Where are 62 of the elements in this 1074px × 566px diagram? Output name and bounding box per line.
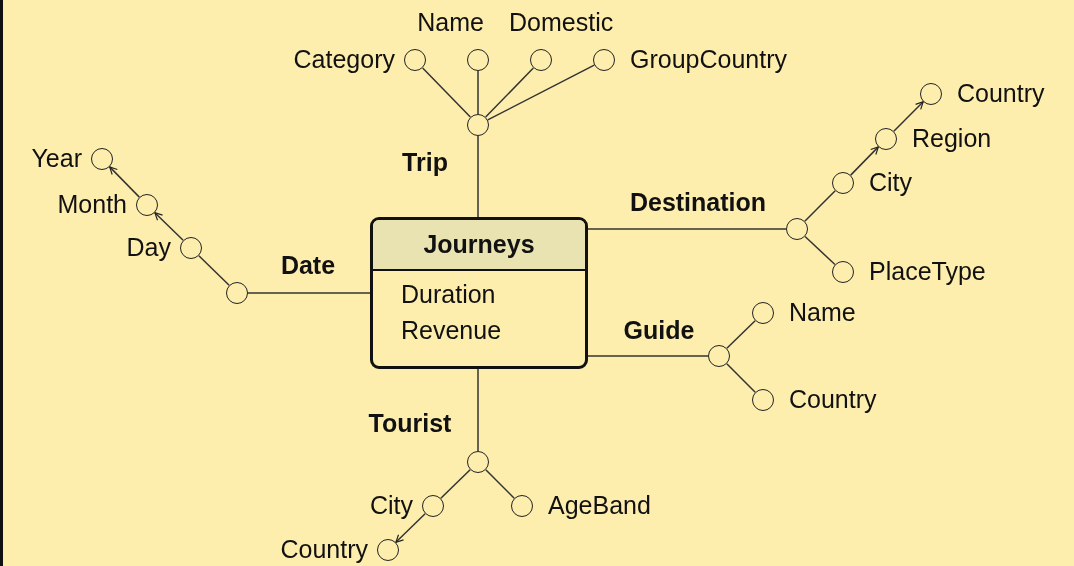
connector-line [421, 67, 472, 118]
attribute-name: Year [31, 143, 82, 173]
attribute-name: Name [417, 7, 484, 37]
attribute-name: Month [57, 189, 127, 219]
attribute-circle [752, 389, 774, 411]
attribute-circle [530, 49, 552, 71]
connector-line [198, 254, 230, 287]
arrow [154, 211, 184, 242]
connector-line [587, 355, 709, 357]
attribute-name: Category [293, 44, 395, 74]
arrow [893, 101, 924, 132]
attribute-circle [467, 49, 489, 71]
attribute-circle [422, 495, 444, 517]
attribute-circle [920, 83, 942, 105]
connector-line [477, 368, 479, 452]
dimension-circle [786, 218, 808, 240]
attribute-circle [832, 261, 854, 283]
connector-line [440, 468, 471, 500]
connector-line [477, 70, 479, 115]
connector-line [804, 235, 836, 266]
dimension-circle [467, 114, 489, 136]
attribute-circle [180, 237, 202, 259]
connector-line [484, 67, 535, 118]
attribute-name: GroupCountry [630, 44, 788, 74]
fact-box [370, 217, 588, 369]
connector-line [587, 228, 787, 230]
fact-name: Journeys [423, 230, 535, 259]
connector-line [726, 319, 756, 350]
attribute-circle [511, 495, 533, 517]
attribute-circle [136, 194, 158, 216]
attribute-name: Region [912, 123, 992, 153]
attribute-circle [875, 128, 897, 150]
attribute-circle [404, 49, 426, 71]
dimension-circle [708, 345, 730, 367]
dimension-circle [226, 282, 248, 304]
attribute-name: Country [789, 384, 877, 414]
attribute-name: Name [789, 297, 856, 327]
attribute-name: AgeBand [548, 490, 651, 520]
attribute-circle [91, 148, 113, 170]
measure-name: Duration [401, 279, 496, 310]
attribute-circle [377, 539, 399, 561]
measure-name: Revenue [401, 315, 502, 346]
arrow [108, 166, 141, 198]
connector-line [477, 135, 479, 218]
dimension-circle [467, 451, 489, 473]
attribute-name: Country [280, 534, 368, 564]
attribute-name: City [869, 167, 913, 197]
arrow [395, 512, 426, 544]
attribute-name: Country [957, 78, 1045, 108]
attribute-name: Domestic [509, 7, 614, 37]
attribute-circle [752, 302, 774, 324]
attribute-circle [593, 49, 615, 71]
attribute-name: City [369, 490, 413, 520]
attribute-name: Day [126, 232, 171, 262]
attribute-circle [832, 172, 854, 194]
connector-line [726, 363, 756, 393]
connector-line [487, 64, 595, 121]
connector-line [804, 190, 836, 222]
attribute-name: PlaceType [869, 256, 986, 286]
connector-line [485, 469, 515, 499]
connector-line [247, 292, 371, 294]
arrow [849, 146, 880, 176]
